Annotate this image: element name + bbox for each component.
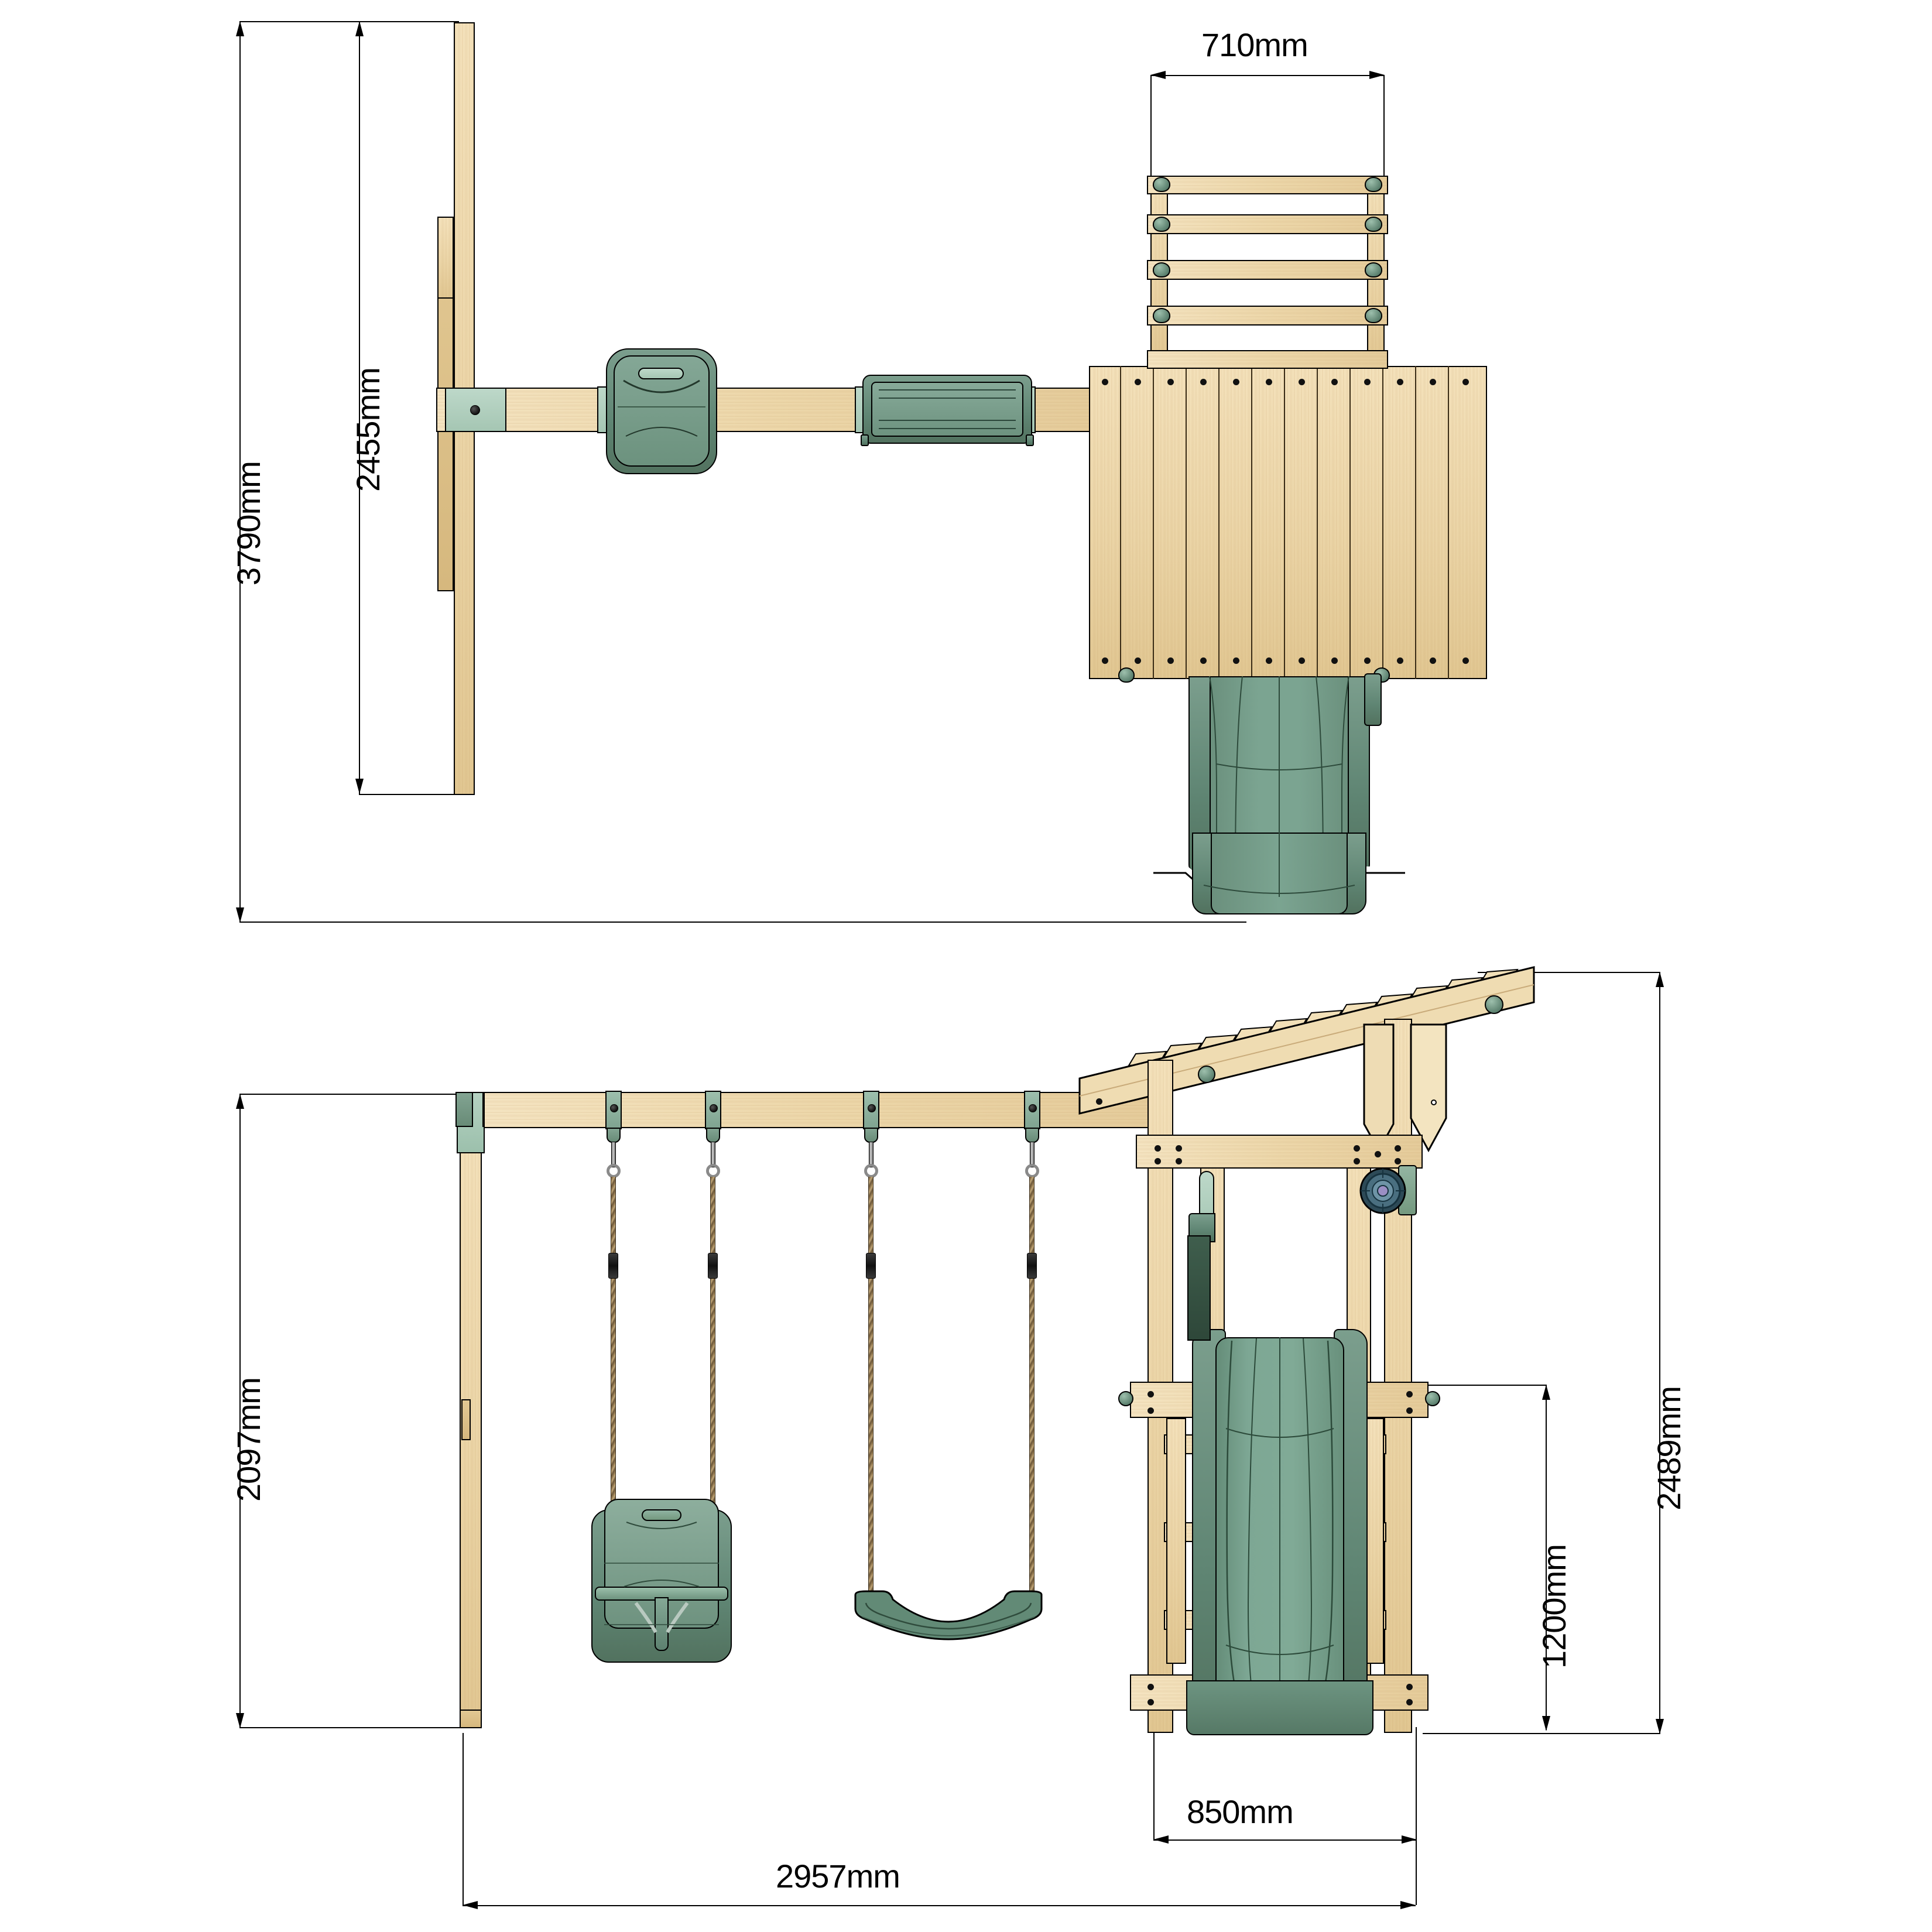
dimension-beam-height-label: 2097mm <box>230 1378 267 1502</box>
swing-rope <box>611 1177 616 1510</box>
tower-rail <box>1136 1135 1423 1169</box>
dimension-tower-width-label: 710mm <box>1201 26 1308 63</box>
dimension-roof-height-label: 2489mm <box>1650 1386 1687 1510</box>
dimension-tower-base-label: 850mm <box>1187 1793 1294 1830</box>
bolt-cap <box>1425 1391 1440 1406</box>
swing-rope <box>1029 1177 1034 1603</box>
rope-clip <box>1027 1253 1037 1279</box>
swing-rope <box>868 1177 873 1603</box>
rope-clip <box>608 1253 618 1279</box>
crotch-strap <box>655 1597 669 1651</box>
swing-rope <box>710 1177 715 1510</box>
guard-rail-plan <box>1147 176 1388 369</box>
flat-swing-seat-front <box>852 1590 1045 1640</box>
corner-bracket <box>455 1092 473 1127</box>
pent-roof <box>1066 948 1581 1115</box>
deck-platform-plan <box>1089 366 1487 679</box>
dimension-overall-width-label: 2957mm <box>776 1858 900 1895</box>
bolt-cap <box>1198 1066 1215 1083</box>
rope-clip <box>866 1253 876 1279</box>
slide-front <box>1186 1329 1373 1735</box>
seat-handle <box>638 368 684 379</box>
dimension-beam-to-deck-label: 2455mm <box>350 368 386 492</box>
slide-exit <box>1186 1680 1373 1735</box>
steering-wheel <box>1358 1165 1423 1218</box>
dimension-deck-height-label: 1200mm <box>1536 1544 1573 1669</box>
baby-swing-seat-front <box>591 1499 732 1663</box>
bolt-cap <box>1485 995 1503 1014</box>
bolt <box>470 405 480 415</box>
bolt-cap <box>1118 667 1135 683</box>
slide-plan-lower <box>1192 833 1366 914</box>
dimension-overall-depth-label: 3790mm <box>230 461 267 585</box>
bolt-cap <box>1118 1391 1133 1406</box>
top-view: 3790mm 2455mm 710mm <box>0 0 1932 960</box>
slide-side-rail <box>1364 673 1382 726</box>
swing-beam-front <box>484 1092 1163 1128</box>
rope-clip <box>708 1253 718 1279</box>
seat-handle <box>642 1509 681 1521</box>
front-view: 2097mm 2489mm 1200mm 850mm <box>0 948 1932 1932</box>
